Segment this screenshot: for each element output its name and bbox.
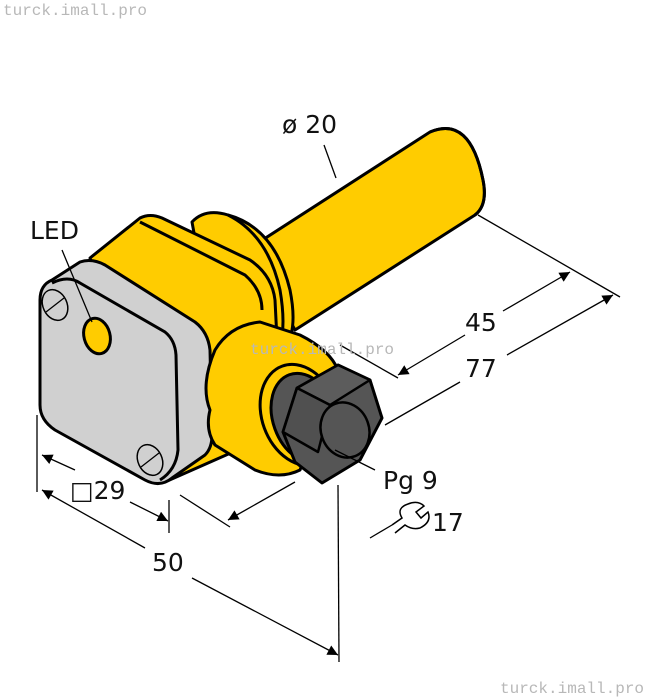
led-window [82,316,112,356]
wrench-icon [391,501,430,534]
led-label: LED [30,216,79,245]
length-sensing-label: 45 [465,308,497,337]
sensing-cylinder [248,126,486,332]
screw-top [41,288,69,322]
front-face-plate [38,259,214,485]
gland-label: Pg 9 [383,466,438,495]
watermark-top-left: turck.imall.pro [3,2,148,20]
dimension-lines-bottom [36,415,393,663]
gland-seal [319,401,371,459]
leader-lines [61,144,376,471]
dimension-lines-right [339,214,621,426]
square-size-label: □29 [70,476,126,505]
watermark-center: turck.imall.pro [250,341,395,359]
watermark-bottom-right: turck.imall.pro [500,680,645,698]
depth-label: 50 [152,548,184,577]
length-total-label: 77 [465,354,497,383]
cable-gland [258,362,384,485]
wrench-size-label: 17 [432,508,464,537]
screw-bottom [136,443,164,477]
diameter-label: ø 20 [282,110,338,139]
